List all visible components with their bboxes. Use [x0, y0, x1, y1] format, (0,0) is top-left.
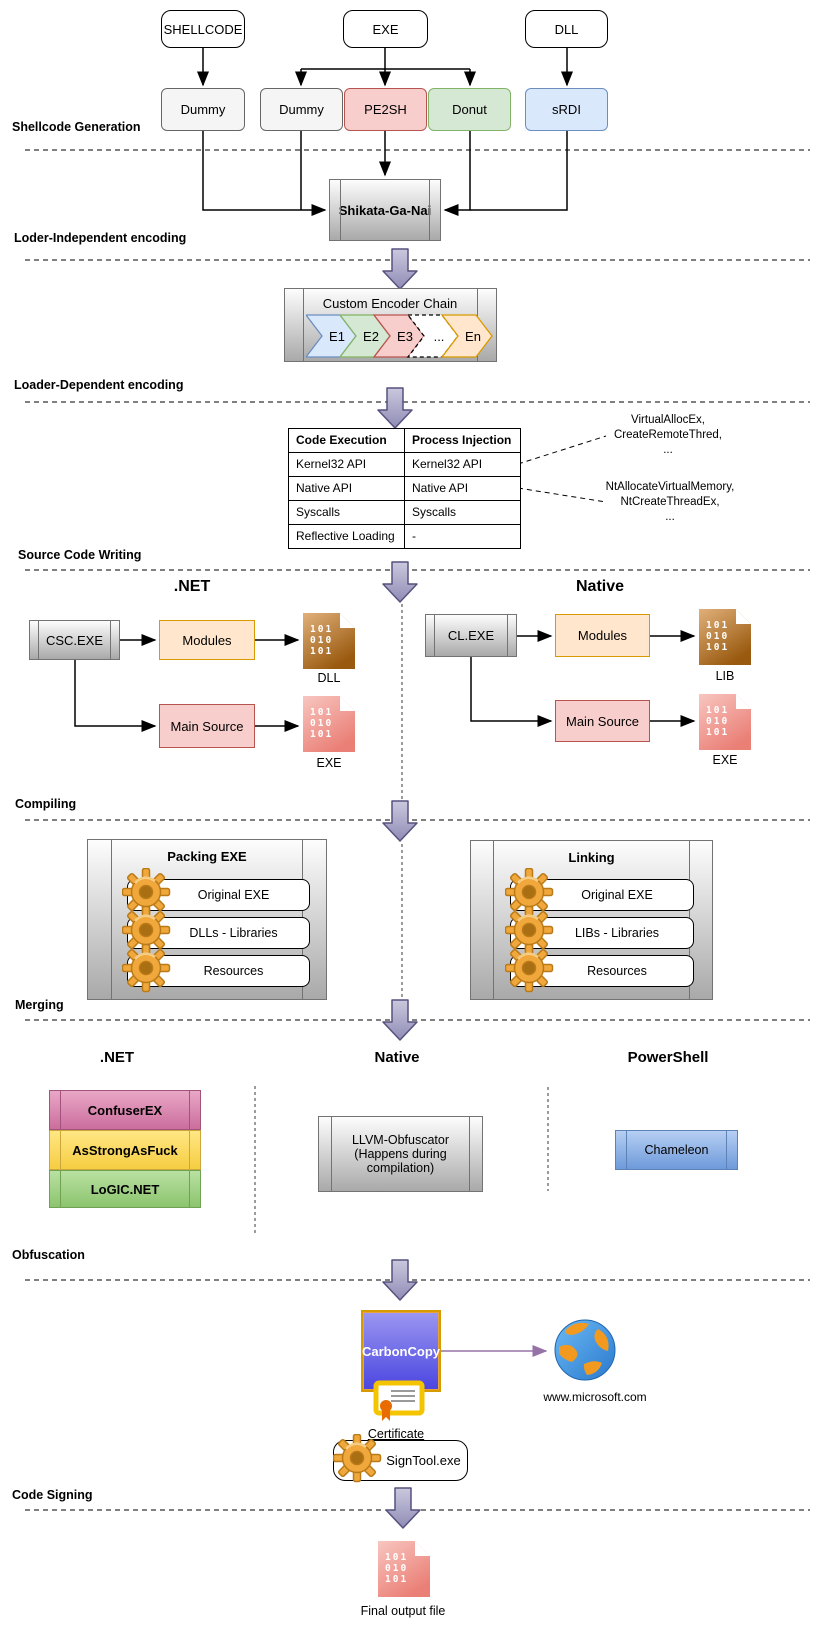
column-divider-lines: [254, 604, 549, 1236]
table-cell: Native API: [296, 481, 353, 495]
header-obfuscation-dotnet: .NET: [99, 1049, 135, 1066]
linking-title: Linking: [568, 850, 615, 865]
flow-connectors: [74, 48, 696, 732]
table-row: Native API Native API: [289, 476, 520, 500]
section-label-source-code-writing: Source Code Writing: [18, 548, 142, 562]
flow-arrow-icon: [382, 999, 418, 1041]
gear-icon: [122, 944, 171, 993]
flow-arrow-icon: [382, 1259, 418, 1301]
encoder-stages: E1 E2 E3... En: [306, 314, 493, 358]
table-cell: Syscalls: [296, 505, 341, 519]
node-shellcode: SHELLCODE: [161, 10, 245, 48]
node-llvm-obfuscator: LLVM-Obfuscator (Happens during compilat…: [318, 1116, 483, 1192]
node-logic-net: LoGIC.NET: [49, 1170, 201, 1208]
callout-native-apis: NtAllocateVirtualMemory, NtCreateThreadE…: [605, 481, 735, 523]
header-obfuscation-powershell: PowerShell: [627, 1049, 709, 1066]
gear-icon: [505, 944, 554, 993]
node-native-main-source: Main Source: [555, 700, 650, 742]
file-label-lib: LIB: [715, 669, 735, 683]
table-header-row: Code Execution Process Injection: [289, 429, 520, 452]
file-icon-lib: 101 010 101: [698, 608, 752, 666]
file-label-dll: DLL: [317, 671, 341, 685]
node-dotnet-main-source: Main Source: [159, 704, 255, 748]
section-label-compiling: Compiling: [15, 797, 77, 811]
table-cell: Native API: [404, 477, 519, 500]
gear-icon: [333, 1434, 382, 1483]
file-label-exe-dotnet: EXE: [316, 756, 342, 770]
certificate-label: Certificate: [367, 1427, 425, 1441]
table-row: Kernel32 API Kernel32 API: [289, 452, 520, 476]
flow-arrow-icon: [377, 387, 413, 429]
node-pe2sh: PE2SH: [344, 88, 427, 131]
node-dummy-exe: Dummy: [260, 88, 343, 131]
file-icon-final-output: 101 010 101: [377, 1540, 431, 1598]
table-header-cell: Code Execution: [296, 433, 387, 447]
packing-title: Packing EXE: [167, 849, 247, 864]
callout-connectors: [517, 435, 607, 503]
header-obfuscation-native: Native: [374, 1049, 420, 1066]
encoder-stage-chevron: [440, 314, 493, 358]
flow-arrow-icon: [385, 1487, 421, 1529]
node-exe: EXE: [343, 10, 428, 48]
node-dummy-shellcode: Dummy: [161, 88, 245, 131]
file-label-exe-native: EXE: [712, 753, 738, 767]
section-label-loader-independent: Loder-Independent encoding: [14, 231, 187, 245]
node-csc-exe: CSC.EXE: [29, 620, 120, 660]
node-donut: Donut: [428, 88, 511, 131]
node-native-modules: Modules: [555, 614, 650, 657]
node-dll: DLL: [525, 10, 608, 48]
file-icon-exe-dotnet: 101 010 101: [302, 695, 356, 753]
certificate-icon: [373, 1380, 425, 1421]
header-native-source: Native: [575, 578, 625, 595]
callout-kernel32-apis: VirtualAllocEx, CreateRemoteThred, ...: [613, 414, 723, 456]
flow-arrow-icon: [382, 561, 418, 603]
section-label-code-signing: Code Signing: [12, 1488, 93, 1502]
website-label: www.microsoft.com: [543, 1390, 647, 1404]
table-row: Syscalls Syscalls: [289, 500, 520, 524]
table-cell: -: [404, 525, 519, 548]
table-cell: Kernel32 API: [296, 457, 367, 471]
encoder-stage-label: E2: [363, 329, 379, 344]
node-chameleon: Chameleon: [615, 1130, 738, 1170]
table-row: Reflective Loading-: [289, 524, 520, 548]
encoder-stage-label: En: [465, 329, 481, 344]
encoder-chain-title: Custom Encoder Chain: [322, 296, 458, 311]
section-label-obfuscation: Obfuscation: [12, 1248, 85, 1262]
header-dotnet-source: .NET: [173, 578, 211, 595]
stage-arrows: [377, 248, 421, 1529]
node-asstrongasfuck: AsStrongAsFuck: [49, 1130, 201, 1170]
table-cell: Reflective Loading: [296, 529, 395, 543]
section-label-shellcode-generation: Shellcode Generation: [12, 120, 141, 134]
encoder-stage-label: E3: [397, 329, 413, 344]
table-cell: Kernel32 API: [404, 453, 519, 476]
file-icon-dll: 101 010 101: [302, 612, 356, 670]
table-header-cell: Process Injection: [404, 429, 519, 452]
flow-arrow-icon: [382, 800, 418, 842]
flow-arrow-icon: [382, 248, 418, 290]
node-shikata-ga-nai: Shikata-Ga-Nai: [329, 179, 441, 241]
section-label-loader-dependent: Loader-Dependent encoding: [14, 378, 184, 392]
node-dotnet-modules: Modules: [159, 620, 255, 660]
encoder-stage-label: ...: [434, 329, 445, 344]
node-srdi: sRDI: [525, 88, 608, 131]
encoder-stage-label: E1: [329, 329, 345, 344]
file-icon-exe-native: 101 010 101: [698, 693, 752, 751]
node-confuserex: ConfuserEX: [49, 1090, 201, 1130]
final-output-label: Final output file: [360, 1604, 446, 1618]
globe-icon: [554, 1319, 616, 1381]
node-cl-exe: CL.EXE: [425, 614, 517, 657]
section-label-merging: Merging: [15, 998, 64, 1012]
table-cell: Syscalls: [404, 501, 519, 524]
section-divider-lines: [25, 149, 810, 1511]
